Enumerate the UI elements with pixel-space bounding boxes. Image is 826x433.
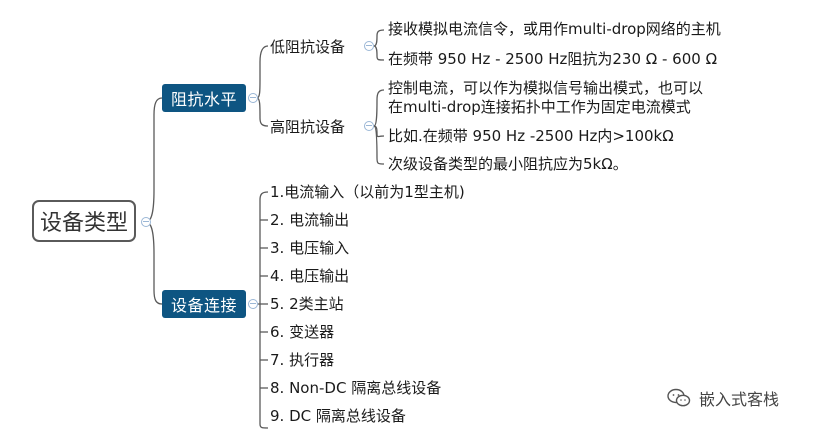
wechat-icon [667,388,691,407]
leaf-connection-4[interactable]: 4. 电压输出 [270,267,350,285]
leaf-high-1a[interactable]: 控制电流，可以作为模拟信号输出模式，也可以 [388,79,704,97]
collapse-toggle-impedance[interactable] [248,93,258,103]
leaf-high-1b[interactable]: 在multi-drop连接拓扑中工作为固定电流模式 [388,98,691,116]
leaf-connection-2[interactable]: 2. 电流输出 [270,211,350,229]
leaf-connection-6[interactable]: 6. 变送器 [270,323,335,341]
topic-impedance-label: 阻抗水平 [170,90,237,109]
collapse-toggle-root[interactable] [141,217,151,227]
collapse-toggle-connection[interactable] [248,299,258,309]
collapse-toggle-high[interactable] [364,121,374,131]
subtopic-high-impedance-label: 高阻抗设备 [270,118,346,136]
subtopic-low-impedance-label: 低阻抗设备 [270,38,346,56]
topic-connection[interactable]: 设备连接 [162,290,246,318]
topic-impedance[interactable]: 阻抗水平 [162,84,246,112]
leaf-connection-9[interactable]: 9. DC 隔离总线设备 [270,407,406,425]
watermark: 嵌入式客栈 [667,386,779,410]
leaf-connection-1[interactable]: 1.电流输入（以前为1型主机) [270,183,465,201]
leaf-low-1[interactable]: 接收模拟电流信令，或用作multi-drop网络的主机 [388,20,721,38]
root-topic-label: 设备类型 [39,211,128,236]
subtopic-high-impedance[interactable]: 高阻抗设备 [270,116,345,137]
watermark-text: 嵌入式客栈 [699,390,780,409]
leaf-low-2[interactable]: 在频带 950 Hz - 2500 Hz阻抗为230 Ω - 600 Ω [388,50,718,68]
leaf-connection-7[interactable]: 7. 执行器 [270,351,335,369]
collapse-toggle-low[interactable] [364,41,374,51]
leaf-connection-3[interactable]: 3. 电压输入 [270,239,350,257]
topic-connection-label: 设备连接 [170,296,237,315]
leaf-high-3[interactable]: 次级设备类型的最小阻抗应为5kΩ。 [388,155,628,173]
leaf-connection-8[interactable]: 8. Non-DC 隔离总线设备 [270,379,442,397]
leaf-high-2[interactable]: 比如.在频带 950 Hz -2500 Hz内>100kΩ [388,127,674,145]
root-topic[interactable]: 设备类型 [32,200,136,242]
leaf-connection-5[interactable]: 5. 2类主站 [270,295,344,313]
subtopic-low-impedance[interactable]: 低阻抗设备 [270,36,345,57]
